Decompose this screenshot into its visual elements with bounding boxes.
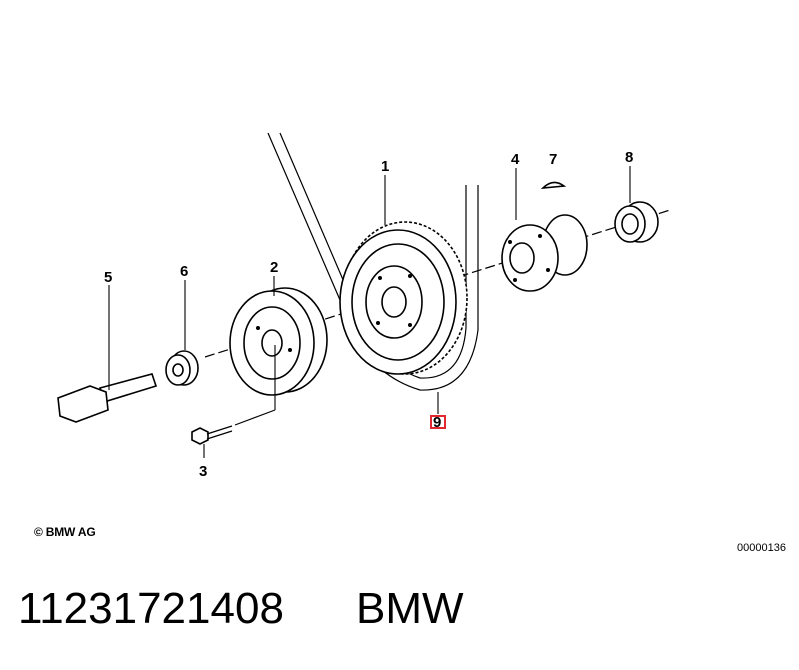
callout-1: 1 — [381, 158, 389, 175]
callout-8: 8 — [625, 149, 633, 166]
part-4-hub — [501, 214, 588, 292]
callout-6: 6 — [180, 263, 188, 280]
copyright-notice: © BMW AG — [34, 525, 96, 539]
part-1-pulley — [339, 221, 468, 375]
callout-4: 4 — [511, 151, 520, 168]
part-8-sleeve — [614, 201, 659, 243]
part-6-washer — [165, 350, 199, 386]
part-3-screw — [191, 425, 233, 445]
leader-lines — [108, 166, 631, 458]
highlight-box-callout-9[interactable] — [430, 415, 446, 429]
part-2-damper — [229, 287, 328, 396]
callout-3: 3 — [199, 463, 207, 480]
part-7-key — [540, 181, 567, 190]
parts-diagram: 1 2 3 4 5 6 7 8 9 — [57, 132, 671, 480]
reference-number: 00000136 — [737, 542, 786, 554]
part-5-bolt — [57, 373, 158, 423]
callout-9: 9 — [433, 414, 441, 431]
footer-part-number: 11231721408 — [18, 584, 284, 633]
callout-7: 7 — [549, 151, 557, 168]
callout-2: 2 — [270, 259, 278, 276]
footer-brand: BMW — [356, 584, 464, 633]
callout-5: 5 — [104, 269, 112, 286]
